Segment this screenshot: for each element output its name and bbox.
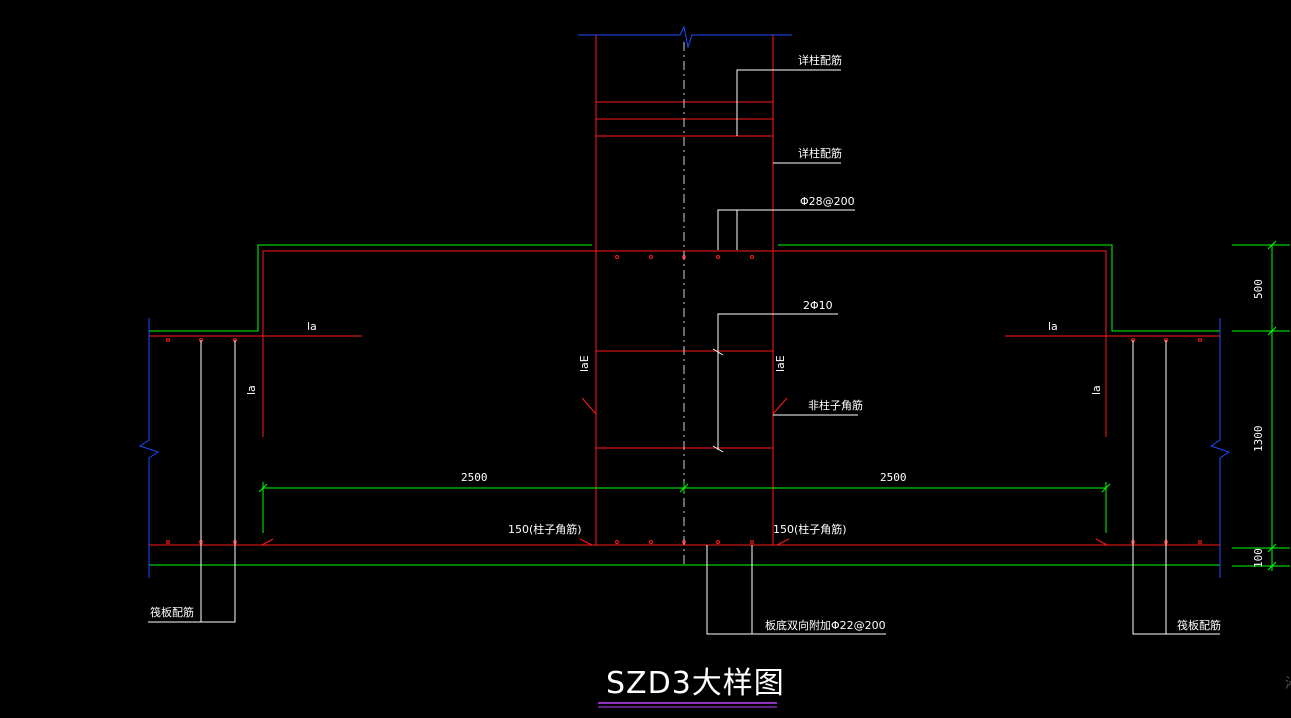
label-raft-left: 筏板配筋: [150, 605, 194, 619]
label-raft-right: 筏板配筋: [1177, 618, 1221, 632]
label-lae-right: laE: [774, 355, 787, 372]
dim-height-mid: 1300: [1252, 426, 1265, 453]
concrete-outline: [149, 244, 1220, 566]
label-corner-right: 150(柱子角筋): [773, 522, 847, 536]
label-la-vert-left: la: [245, 385, 258, 395]
break-lines: [138, 25, 1231, 578]
label-slab-bottom-additional: 板底双向附加Φ22@200: [765, 618, 886, 632]
label-column-rebar-1: 详柱配筋: [798, 53, 842, 67]
dim-width-left: 2500: [461, 471, 488, 484]
dim-width-right: 2500: [880, 471, 907, 484]
leader-lines: [148, 69, 1220, 635]
dim-height-upper: 500: [1252, 279, 1265, 299]
label-top-bars: Φ28@200: [800, 195, 855, 208]
label-la-top-left: la: [307, 320, 317, 333]
label-la-top-right: la: [1048, 320, 1058, 333]
label-lae-left: laE: [578, 355, 591, 372]
label-la-vert-right: la: [1090, 385, 1103, 395]
label-stirrup: 2Φ10: [803, 299, 833, 312]
dim-height-lower: 100: [1252, 548, 1265, 568]
dimension-lines: [258, 240, 1290, 571]
label-corner-left: 150(柱子角筋): [508, 522, 582, 536]
label-column-corner: 非柱子角筋: [808, 398, 863, 412]
label-column-rebar-2: 详柱配筋: [798, 146, 842, 160]
corner-text: 沁: [1285, 676, 1291, 692]
drawing-title: SZD3大样图: [606, 666, 785, 701]
